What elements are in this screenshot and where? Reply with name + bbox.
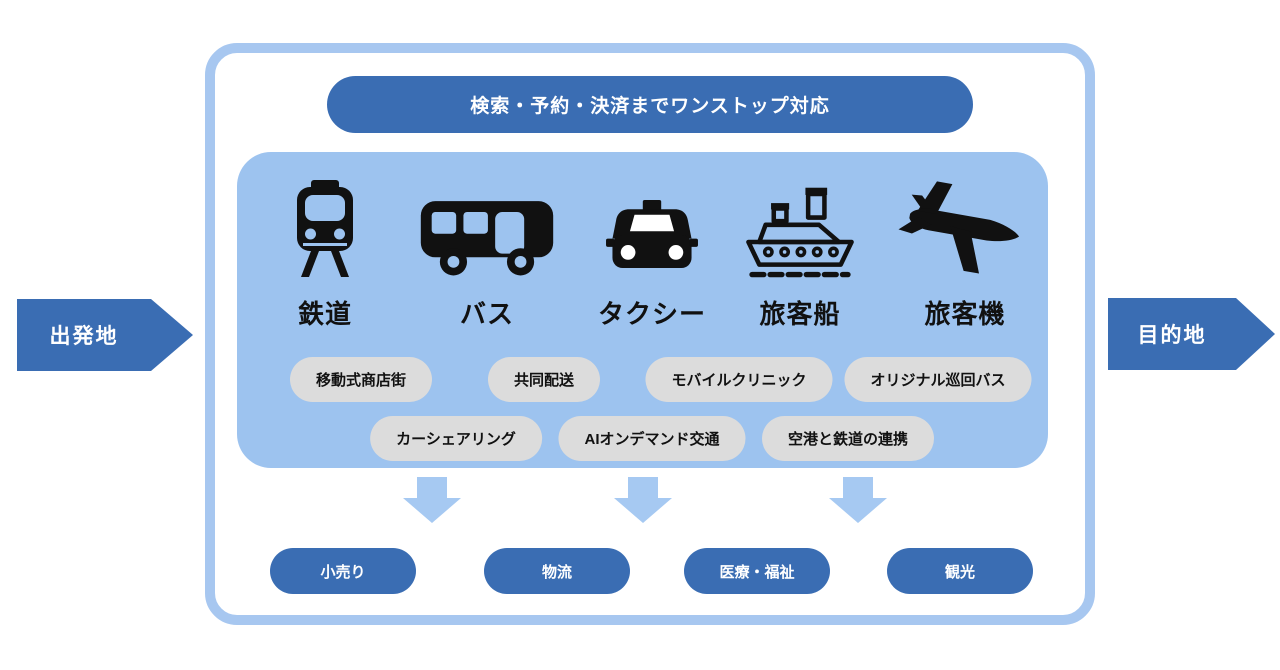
service-pill-car-sharing: カーシェアリング bbox=[370, 416, 542, 461]
mode-ship: 旅客船 bbox=[715, 178, 885, 331]
destination-label: 目的地 bbox=[1137, 324, 1207, 347]
service-pill-joint-delivery: 共同配送 bbox=[487, 357, 601, 402]
down-arrow-icon bbox=[402, 477, 462, 523]
service-pill-mobile-clinic: モバイルクリニック bbox=[645, 357, 833, 402]
mode-train: 鉄道 bbox=[240, 178, 410, 331]
header-label: 検索・予約・決済までワンストップ対応 bbox=[470, 96, 830, 117]
down-arrow-icon bbox=[613, 477, 673, 523]
header-pill: 検索・予約・決済までワンストップ対応 bbox=[327, 76, 973, 133]
sector-pill-retail: 小売り bbox=[270, 548, 416, 594]
mode-label-ship: 旅客船 bbox=[759, 299, 841, 329]
mode-label-plane: 旅客機 bbox=[924, 299, 1006, 329]
sector-pill-medical-welfare: 医療・福祉 bbox=[684, 548, 830, 594]
mode-label-bus: バス bbox=[459, 299, 514, 329]
plane-icon bbox=[898, 178, 1032, 280]
ship-icon bbox=[741, 178, 859, 280]
service-pill-original-shuttle-bus: オリジナル巡回バス bbox=[844, 357, 1032, 402]
service-pill-mobile-shopping: 移動式商店街 bbox=[289, 357, 433, 402]
sector-pill-logistics: 物流 bbox=[484, 548, 630, 594]
bus-icon bbox=[419, 178, 555, 280]
down-arrow-icon bbox=[828, 477, 888, 523]
mode-bus: バス bbox=[402, 178, 572, 331]
mode-label-taxi: タクシー bbox=[597, 299, 706, 329]
mode-plane: 旅客機 bbox=[880, 178, 1050, 331]
origin-label: 出発地 bbox=[49, 325, 119, 348]
service-pill-ai-on-demand: AIオンデマンド交通 bbox=[558, 416, 746, 461]
mobility-panel bbox=[237, 152, 1048, 468]
train-icon bbox=[294, 178, 356, 280]
mode-taxi: タクシー bbox=[567, 178, 737, 331]
origin-arrow: 出発地 bbox=[17, 299, 197, 371]
service-pill-airport-rail-link: 空港と鉄道の連携 bbox=[761, 416, 935, 461]
destination-arrow: 目的地 bbox=[1108, 298, 1280, 370]
mode-label-train: 鉄道 bbox=[297, 299, 352, 329]
taxi-icon bbox=[606, 178, 698, 280]
sector-pill-tourism: 観光 bbox=[887, 548, 1033, 594]
